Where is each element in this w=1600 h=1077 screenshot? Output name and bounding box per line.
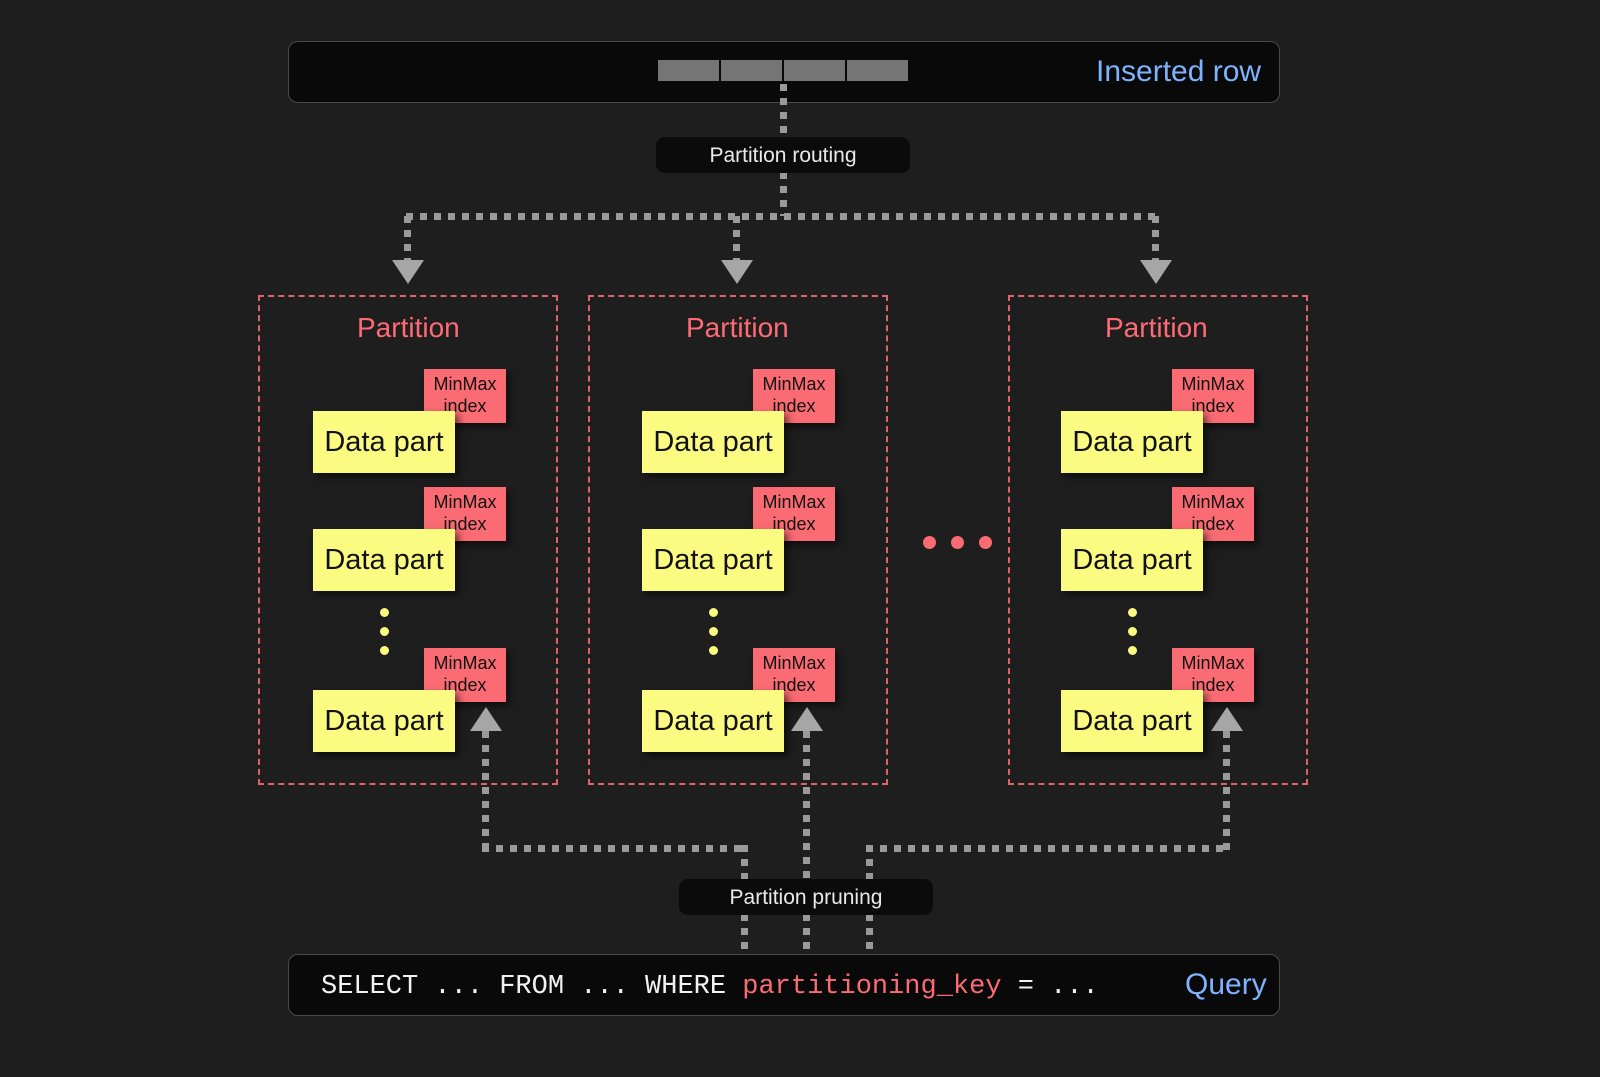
connector-pruning-to-partition-1-vert [482,731,489,851]
data-part-ellipsis [1128,608,1137,655]
partition-box-3 [1008,295,1308,785]
arrow-into-partition-2 [721,260,753,284]
ellipsis-dot [709,646,718,655]
connector-bus-to-partition-3 [1152,216,1159,262]
routing-bus-line [406,213,1158,220]
query-suffix: = ... [1001,972,1099,1002]
query-sql-text: SELECT ... FROM ... WHERE partitioning_k… [321,974,1099,1001]
data-part-ellipsis [380,608,389,655]
ellipsis-dot [1128,627,1137,636]
partition-title-1: Partition [357,312,460,343]
ellipsis-dot [979,536,992,549]
ellipsis-dot [1128,646,1137,655]
query-partitioning-key: partitioning_key [742,972,1002,1002]
data-part-box: Data part [313,690,455,752]
partition-routing-box[interactable]: Partition routing [656,137,910,173]
connector-bus-to-partition-1 [404,216,411,262]
connector-pruning-to-partition-3-horz [866,845,1230,852]
ellipsis-dot [380,627,389,636]
connector-pruning-left-leg [741,845,748,895]
connector-pruning-to-query-right [866,914,873,952]
arrow-into-data-part-1 [470,707,502,731]
connector-pruning-to-partition-2-vert [803,731,810,895]
inserted-row-cells [658,60,908,81]
row-cell [658,60,719,81]
ellipsis-dot [380,608,389,617]
data-part-box: Data part [642,690,784,752]
connector-pruning-to-partition-1-horz [482,845,748,852]
partition-box-2 [588,295,888,785]
partition-box-1 [258,295,558,785]
minmax-index-label: MinMax index [762,374,826,416]
query-bar [288,954,1280,1016]
ellipsis-dot [951,536,964,549]
connector-row-to-routing [780,84,787,138]
ellipsis-dot [923,536,936,549]
query-label: Query [1185,968,1267,1001]
arrow-into-data-part-3 [1211,707,1243,731]
data-part-box: Data part [642,411,784,473]
data-part-box: Data part [1061,690,1203,752]
ellipsis-dot [380,646,389,655]
arrow-into-partition-3 [1140,260,1172,284]
inserted-row-label: Inserted row [1096,55,1262,88]
data-part-box: Data part [313,411,455,473]
row-cell [784,60,845,81]
data-part-box: Data part [642,529,784,591]
partition-title-2: Partition [686,312,789,343]
row-cell [721,60,782,81]
arrow-into-partition-1 [392,260,424,284]
connector-routing-to-bus [780,172,787,216]
ellipsis-dot [709,627,718,636]
minmax-index-box: MinMax index [424,648,506,702]
connector-pruning-to-query-left [741,914,748,952]
data-part-ellipsis [709,608,718,655]
connector-pruning-right-leg [866,845,873,895]
ellipsis-dot [1128,608,1137,617]
connector-bus-to-partition-2 [733,216,740,262]
partition-pruning-box[interactable]: Partition pruning [679,879,933,915]
connector-pruning-to-query-center [803,914,810,952]
data-part-box: Data part [313,529,455,591]
partition-ellipsis [923,536,992,549]
connector-pruning-to-partition-3-vert [1223,731,1230,851]
arrow-into-data-part-2 [791,707,823,731]
data-part-box: Data part [1061,529,1203,591]
ellipsis-dot [709,608,718,617]
query-prefix: SELECT ... FROM ... WHERE [321,972,743,1002]
row-cell [847,60,908,81]
data-part-box: Data part [1061,411,1203,473]
partition-title-3: Partition [1105,312,1208,343]
